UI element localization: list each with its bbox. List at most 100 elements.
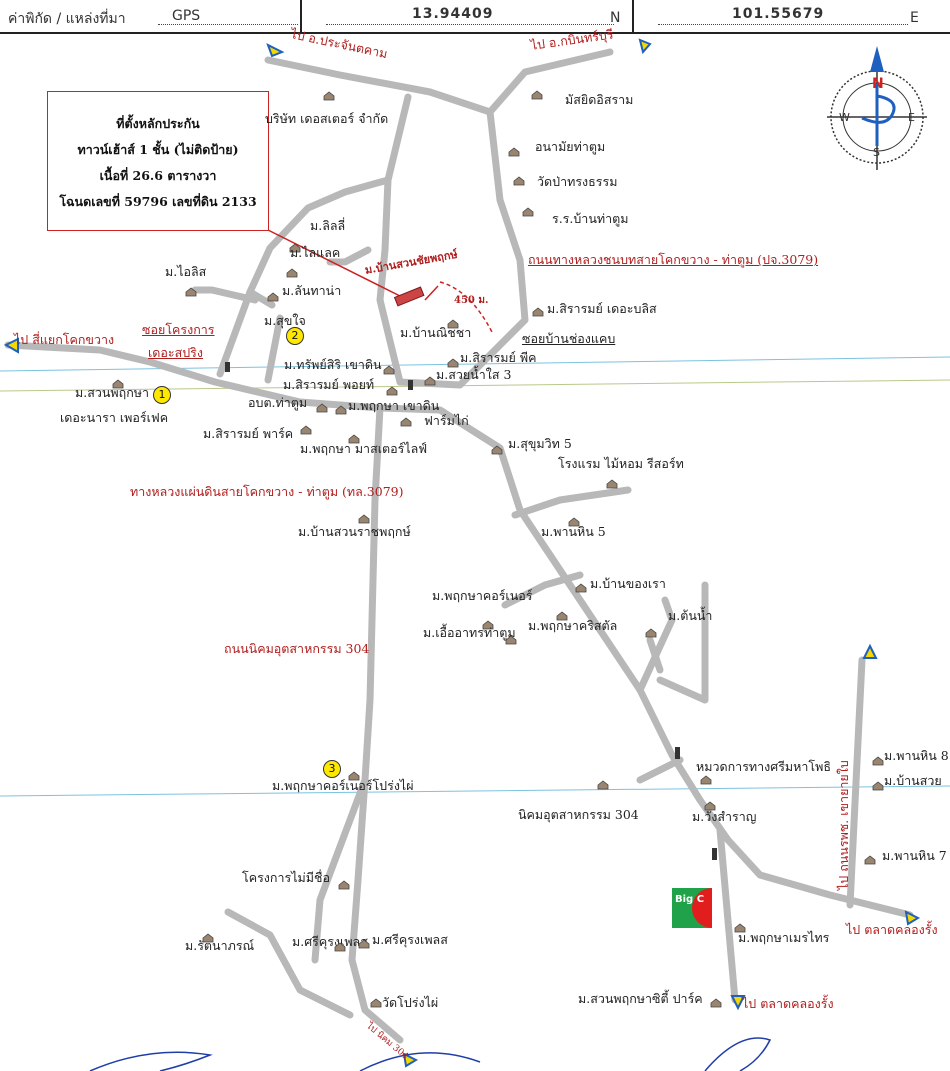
place-label: ม.สิรารมย์ พอยท์	[283, 377, 375, 392]
compass-s: S	[873, 146, 880, 159]
latitude-value: 13.94409	[412, 6, 494, 22]
road	[501, 571, 584, 609]
place-label: บริษัท เดอสเตอร์ จำกัด	[265, 111, 389, 126]
house-icon	[606, 474, 618, 489]
place-label: ม.พฤกษาคริสตัล	[528, 618, 618, 633]
arrow-icon	[3, 337, 19, 354]
marker-1: 1	[153, 386, 171, 404]
place-label: อบต.ท่าตูม	[248, 395, 308, 410]
road	[216, 176, 392, 378]
house-icon	[338, 875, 350, 890]
road-label-kokkhwang: ไป สี่แยกโคกขวาง	[14, 332, 115, 347]
place-label: ม.บ้านณิชชา	[400, 325, 472, 340]
dotted-line	[658, 24, 908, 25]
road	[716, 826, 739, 1004]
road-label-chongkhaep: ซอยบ้านช่องแคบ	[522, 331, 616, 346]
place-label: ฟาร์มไก่	[424, 413, 469, 428]
place-label: ม.วังสำราญ	[692, 809, 757, 824]
house-icon	[370, 993, 382, 1008]
house-icon	[383, 360, 395, 375]
house-icon	[872, 776, 884, 791]
arrow-icon	[638, 38, 652, 55]
place-label: ม.บ้านสวย	[884, 773, 942, 788]
bigc-logo	[672, 888, 712, 928]
place-label: ม.ศรีคุรงเพลส	[292, 934, 368, 949]
direction-arrows	[3, 38, 921, 1068]
house-icon	[568, 512, 580, 527]
longitude-value: 101.55679	[732, 6, 825, 22]
place-label: เดอะนารา เพอร์เฟค	[60, 410, 169, 425]
road	[636, 756, 684, 784]
house-icon	[424, 371, 436, 386]
house-icon	[316, 398, 328, 413]
place-label: ม.ไลแลค	[290, 245, 341, 260]
signature-stroke	[359, 1052, 481, 1071]
bigc-text: Big C	[675, 894, 704, 905]
arrow-icon	[730, 995, 746, 1011]
property-title: ที่ตั้งหลักประกัน	[116, 116, 200, 131]
place-label: ม.ศรีคุรงเพลส	[372, 932, 448, 947]
road	[326, 246, 372, 266]
house-icon	[185, 282, 197, 297]
arrow-icon	[402, 1052, 419, 1068]
house-icon	[704, 796, 716, 811]
house-icon	[556, 606, 568, 621]
property-deed: โฉนดเลขที่ 59796 เลขที่ดิน 2133	[59, 194, 257, 209]
road	[396, 108, 529, 389]
pointer-line	[267, 229, 401, 297]
house-icon	[491, 440, 503, 455]
place-label: นิคมอุตสาหกรรม 304	[518, 807, 639, 822]
house-icon	[400, 412, 412, 427]
house-icon	[386, 381, 398, 396]
place-label: ม.พฤกษาเมรไทร	[738, 930, 830, 945]
place-label: ม.พฤกษาคอร์เนอร์โปร่งไผ่	[272, 778, 414, 793]
grid-line	[0, 356, 950, 372]
header-divider	[632, 0, 634, 32]
place-label: ร.ร.บ้านท่าตูม	[552, 211, 629, 226]
dotted-line	[326, 24, 614, 25]
place-label: ม.บ้านสวนราชพฤกษ์	[298, 524, 411, 539]
latitude-dir: N	[610, 10, 621, 26]
arrow-icon	[266, 42, 285, 58]
house-icon	[700, 770, 712, 785]
property-info-box: ที่ตั้งหลักประกัน ทาวน์เฮ้าส์ 1 ชั้น (ไม…	[47, 91, 269, 231]
road	[646, 636, 664, 674]
house-icon	[323, 86, 335, 101]
house-icon	[300, 420, 312, 435]
house-icon	[112, 374, 124, 389]
signature	[89, 1037, 772, 1071]
house-icon	[482, 615, 494, 630]
house-icon	[202, 928, 214, 943]
house-icon	[358, 509, 370, 524]
marker-3: 3	[323, 760, 341, 778]
traffic-lights	[225, 362, 717, 860]
place-label: วัดโปร่งไผ่	[382, 995, 439, 1010]
road-label-industrial-304: ถนนนิคมอุตสาหกรรม 304	[224, 641, 370, 656]
place-label: ม.สวยน้ำใส 3	[436, 367, 512, 382]
place-label: มัสยิดอิสราม	[565, 92, 634, 107]
place-label: โครงการไม่มีชื่อ	[242, 870, 330, 885]
longitude-dir: E	[910, 10, 919, 26]
road-label-3079: ทางหลวงแผ่นดินสายโคกขวาง - ท่าตูม (ทล.30…	[130, 484, 404, 499]
road-label-khaoyaibai: ไป ถนนรพช. เขายายใบ	[836, 760, 851, 890]
distance-label: 450 ม.	[454, 295, 489, 306]
place-label: ม.สุขใจ	[264, 313, 306, 328]
place-label: ม.ต้นน้ำ	[668, 608, 713, 623]
house-icon	[575, 578, 587, 593]
house-icon	[358, 934, 370, 949]
house-icon	[286, 263, 298, 278]
traffic-light-icon	[408, 380, 413, 390]
road	[264, 314, 284, 384]
house-icon	[267, 287, 279, 302]
place-label: ม.พฤกษาคอร์เนอร์	[432, 588, 533, 603]
place-label: ม.สวนพฤกษาซิตี้ ปาร์ค	[578, 991, 703, 1006]
house-icon	[513, 171, 525, 186]
place-label: ม.พานหิน 7	[882, 848, 947, 863]
house-icon	[334, 937, 346, 952]
north-arrow-icon	[870, 46, 884, 72]
marker-2: 2	[286, 327, 304, 345]
distance-line	[439, 281, 493, 333]
place-label: ม.สุขุมวิท 5	[508, 436, 572, 451]
north-arrow-icon	[861, 84, 896, 146]
house-icon	[531, 85, 543, 100]
